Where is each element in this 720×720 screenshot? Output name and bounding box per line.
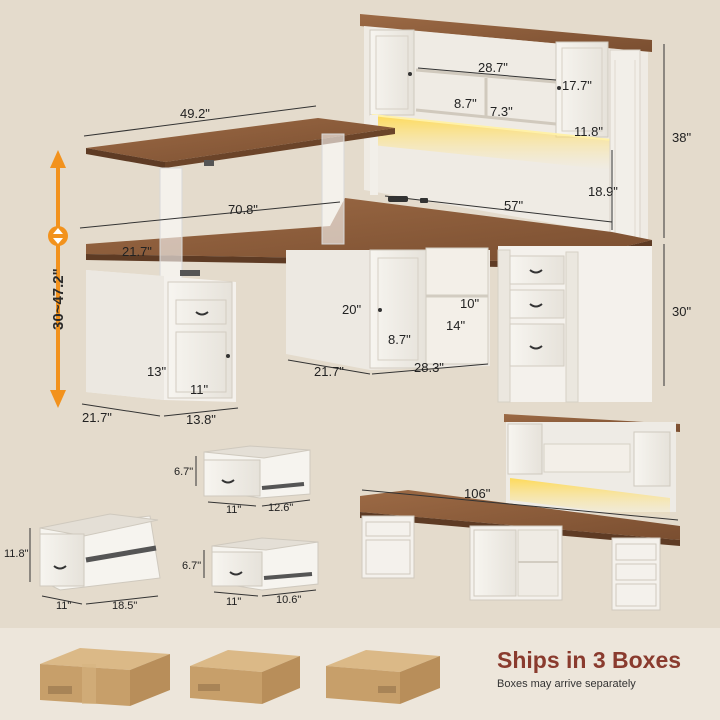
label-center-width: 28.3"	[414, 360, 444, 375]
shipping-box-1	[40, 648, 170, 706]
label-top-width: 49.2"	[180, 106, 210, 121]
label-drawer-large-depth: 11"	[56, 600, 72, 612]
label-drawer-small-a-height: 6.7"	[174, 466, 194, 478]
shipping-box-2	[190, 650, 300, 704]
label-drawer-small-a-depth: 11"	[226, 504, 242, 516]
center-cabinet	[286, 247, 490, 370]
label-hutch-door-width: 11.8"	[574, 124, 603, 139]
drawer-dimension-lines	[29, 456, 317, 605]
label-drawer-small-b-height: 6.7"	[182, 560, 202, 572]
right-drawer-cabinet	[497, 246, 652, 403]
label-center-shelf-width: 14"	[446, 318, 466, 333]
label-hutch-cubby-width: 7.3"	[490, 104, 513, 119]
label-desk-length: 70.8"	[228, 202, 258, 217]
label-drawer-small-b-depth: 11"	[226, 596, 242, 608]
standing-desk	[86, 118, 395, 279]
label-desk-depth: 21.7"	[122, 244, 152, 259]
label-hutch-shelf-width: 28.7"	[478, 60, 508, 75]
drawer-small-a	[203, 445, 311, 499]
shipping-boxes	[40, 648, 440, 706]
drawer-large	[39, 513, 161, 591]
label-desk-height: 30"	[672, 304, 692, 319]
label-drawer-large-height: 11.8"	[4, 548, 29, 560]
left-cabinet	[86, 270, 236, 402]
shipping-box-3	[326, 650, 440, 704]
label-height-range: 30~47.2"	[50, 268, 67, 330]
label-center-depth: 21.7"	[314, 364, 344, 379]
label-center-door-width: 8.7"	[388, 332, 411, 347]
label-left-cabinet-depth: 21.7"	[82, 410, 112, 425]
label-center-height: 20"	[342, 302, 362, 317]
straight-configuration	[360, 414, 680, 611]
label-return-length: 57"	[504, 198, 524, 213]
label-drawer-large-width: 18.5"	[112, 600, 138, 612]
label-hutch-cubby-height: 8.7"	[454, 96, 477, 111]
label-straight-length: 106"	[464, 486, 491, 501]
dimension-lines	[79, 44, 665, 417]
label-left-door-height: 13"	[147, 364, 167, 379]
label-hutch-height: 38"	[672, 130, 692, 145]
label-center-shelf-height: 10"	[460, 296, 480, 311]
label-drawer-small-a-width: 12.6"	[268, 502, 294, 514]
ships-subtitle: Boxes may arrive separately	[497, 678, 636, 690]
ships-title: Ships in 3 Boxes	[497, 647, 682, 673]
label-hutch-clearance: 18.9"	[588, 184, 618, 199]
hutch	[360, 14, 652, 241]
label-left-cabinet-width: 13.8"	[186, 412, 216, 427]
label-left-door-width: 11"	[190, 382, 209, 397]
label-hutch-door-height: 17.7"	[562, 78, 592, 93]
height-range-arrow	[48, 150, 68, 408]
label-drawer-small-b-width: 10.6"	[276, 594, 302, 606]
drawer-small-b	[211, 537, 319, 591]
